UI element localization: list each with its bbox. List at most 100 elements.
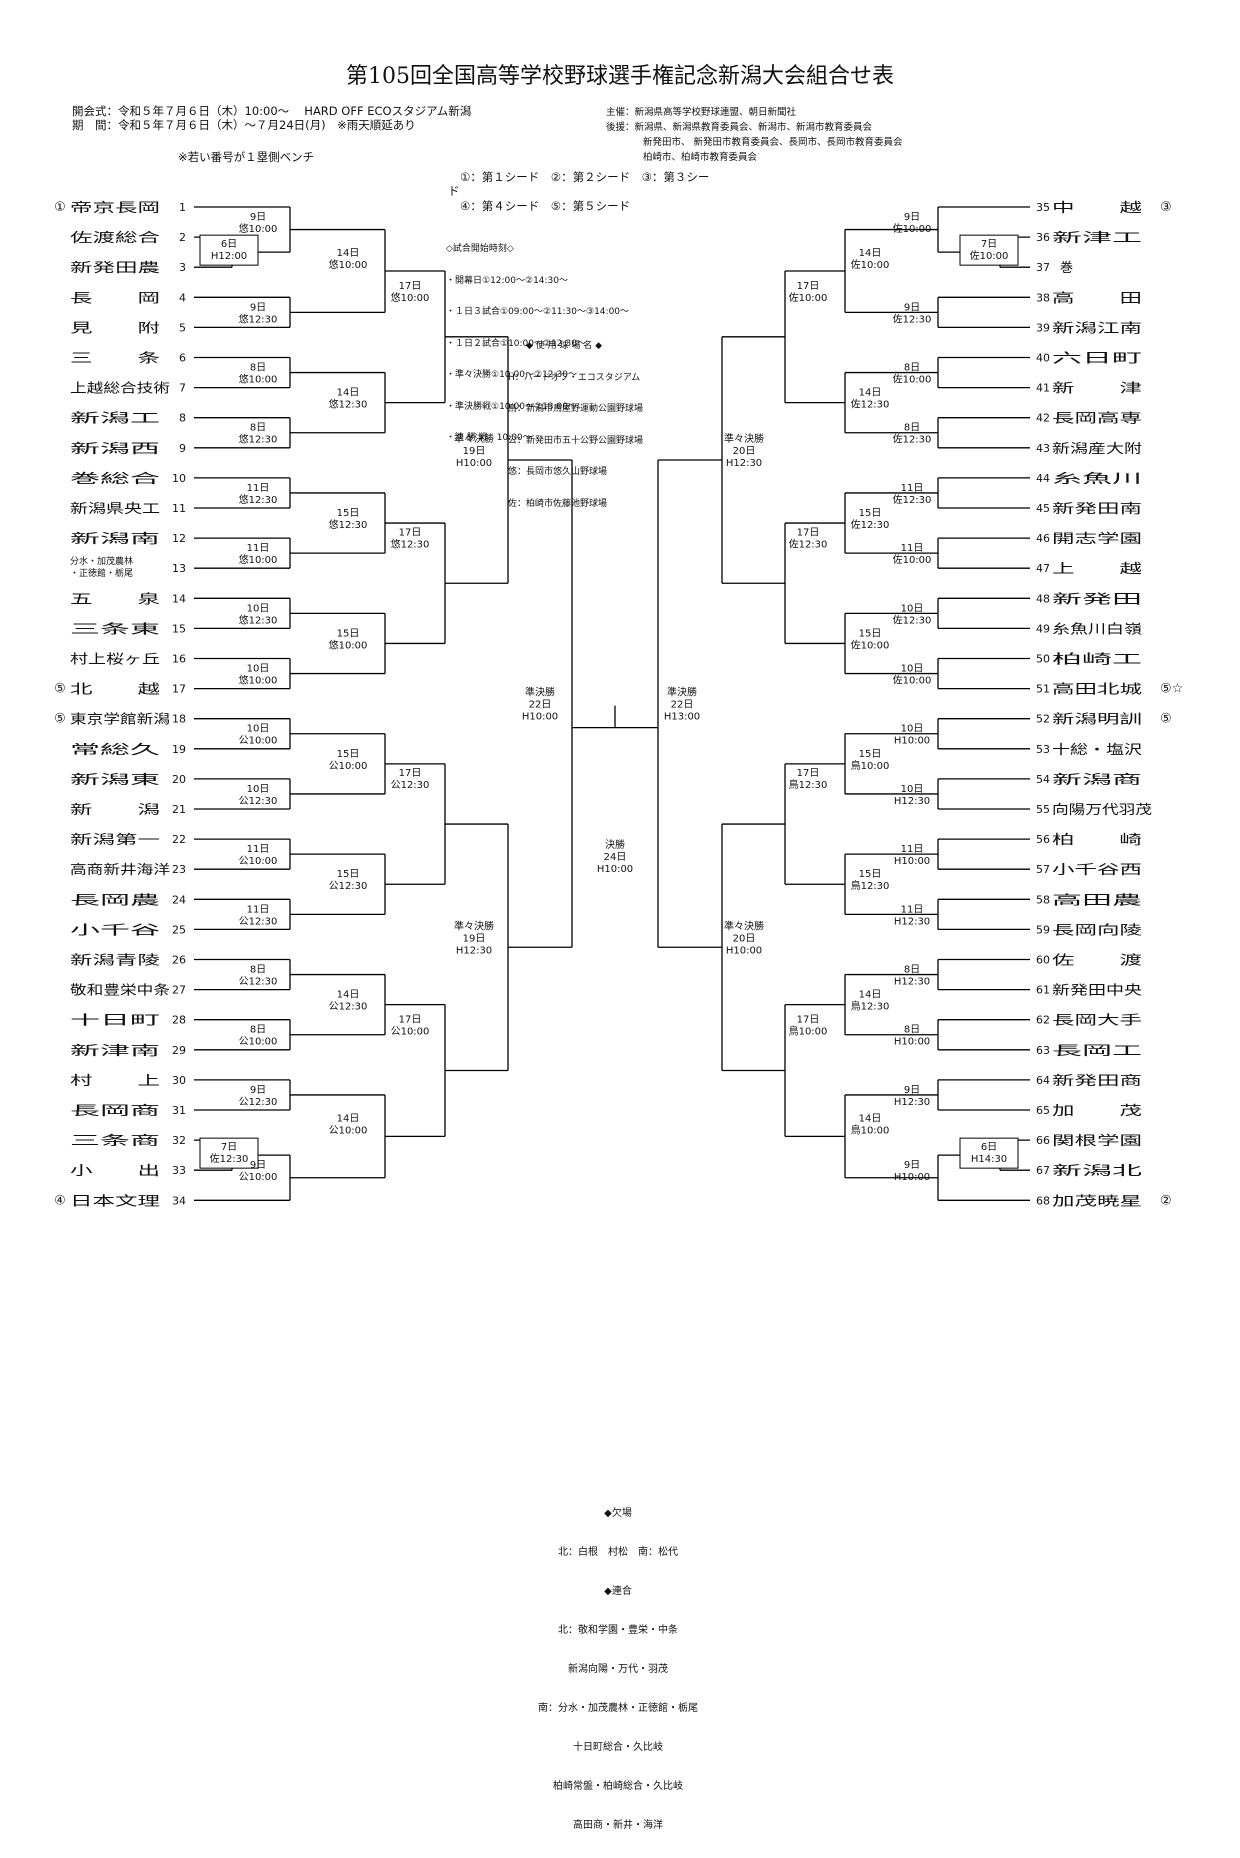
game-label: 9日	[904, 1160, 920, 1171]
merge-line: 北：敬和学園・豊栄・中条	[558, 1625, 678, 1636]
seed-legend-2: ④：第４シード ⑤：第５シード	[460, 199, 631, 213]
game-label: 準決勝	[667, 686, 697, 699]
game-label: 8日	[904, 1025, 920, 1036]
game-label: 佐12:30	[851, 399, 890, 411]
team-number: 38	[1036, 291, 1050, 304]
game-label: H10:00	[894, 736, 930, 747]
first-round-game-box	[199, 234, 259, 266]
absence-heading: ◆欠場	[604, 1508, 632, 1519]
team-name: 中 越	[1052, 201, 1142, 216]
game-label: 8日	[904, 965, 920, 976]
team-name: 上 越	[1052, 562, 1142, 577]
team-name: 巻	[1060, 261, 1073, 276]
team-name: 新発田	[1052, 591, 1142, 607]
game-label: 11日	[901, 543, 924, 554]
team-number: 18	[172, 713, 186, 726]
team-name: 高田農	[1052, 892, 1142, 908]
game-label: 準決勝	[525, 686, 555, 699]
game-label: H10:00	[522, 712, 558, 723]
game-label: 14日	[859, 388, 882, 399]
team-number: 39	[1036, 321, 1050, 334]
team-number: 22	[172, 833, 186, 846]
team-number: 53	[1036, 743, 1050, 756]
opening-info: 開会式：令和５年７月６日（木）10:00～ HARD OFF ECOスタジアム新…	[72, 104, 472, 118]
bracket-page: 第105回全国高等学校野球選手権記念新潟大会組合せ表 開会式：令和５年７月６日（…	[54, 64, 1183, 1831]
team-number: 65	[1036, 1104, 1050, 1117]
game-label: 悠12:30	[239, 433, 278, 446]
team-number: 57	[1036, 863, 1050, 876]
game-label: 佐10:00	[893, 374, 932, 386]
team-number: 51	[1036, 683, 1050, 696]
start-times-heading: ◇試合開始時刻◇	[446, 244, 514, 254]
team-name: 上越総合技術	[70, 382, 170, 397]
game-label: 11日	[901, 483, 924, 494]
game-label: 8日	[250, 423, 266, 434]
absence-line: 北：白根 村松 南：松代	[558, 1547, 678, 1558]
team-number: 63	[1036, 1044, 1050, 1057]
game-label: 10日	[901, 784, 924, 795]
venues-box: ◆ 使 用 球 場 名 ◆ H：ハードオフ・エコスタジアム 鳥：新潟市鳥屋野運動…	[508, 320, 643, 530]
game-label: 17日	[797, 281, 820, 292]
first-round-game-box	[199, 1137, 259, 1169]
game-label: 佐10:00	[789, 292, 828, 304]
team-name: 小千谷西	[1052, 863, 1142, 878]
team-number: 14	[172, 592, 186, 605]
team-name: 新潟県央工	[70, 501, 160, 517]
page-title: 第105回全国高等学校野球選手権記念新潟大会組合せ表	[346, 64, 894, 89]
game-label: 17日	[399, 768, 422, 779]
team-name: 向陽万代羽茂	[1052, 802, 1152, 818]
venue-line: 鳥：新潟市鳥屋野運動公園野球場	[508, 404, 644, 414]
team-number: 16	[172, 653, 186, 666]
game-label: 悠12:30	[329, 518, 368, 531]
game-label: 10日	[901, 664, 924, 675]
game-label: 準々決勝	[454, 432, 494, 445]
team-number: 68	[1036, 1194, 1050, 1207]
game-label: 15日	[337, 869, 360, 880]
team-number: 61	[1036, 984, 1050, 997]
game-label: 9日	[250, 212, 266, 223]
team-name: 新発田商	[1052, 1073, 1142, 1089]
team-name: 糸魚川白嶺	[1052, 621, 1142, 637]
team-number: 59	[1036, 923, 1050, 936]
team-name: 関根学園	[1052, 1133, 1142, 1149]
team-name: 長岡工	[1052, 1044, 1142, 1059]
team-name: 佐 渡	[1052, 953, 1142, 969]
team-name: 新津工	[1052, 230, 1142, 246]
game-label: 10日	[901, 724, 924, 735]
game-label: H13:00	[664, 712, 700, 723]
seed-mark: ⑤	[1160, 712, 1172, 727]
start-times-line: ・準決勝戦①10:00～②13:00～	[446, 401, 578, 412]
start-times-box: ◇試合開始時刻◇ ・開幕日①12:00～②14:30～ ・１日３試合①09:00…	[446, 223, 629, 465]
team-name: 長岡商	[70, 1104, 160, 1119]
game-label: 11日	[901, 904, 924, 915]
game-label: 17日	[399, 1014, 422, 1025]
merge-line: 南：分水・加茂農林・正徳館・栃尾	[538, 1703, 698, 1714]
team-name: 敬和豊栄中条	[70, 983, 170, 999]
team-number: 47	[1036, 562, 1050, 575]
game-label: 17日	[797, 768, 820, 779]
seed-mark: ①	[54, 200, 66, 215]
game-label: 15日	[337, 508, 360, 519]
game-label: 6日	[221, 239, 237, 250]
team-name: 村 上	[70, 1074, 160, 1089]
game-label: 20日	[733, 446, 756, 457]
first-round-game-box	[959, 1137, 1019, 1169]
game-label: 8日	[250, 965, 266, 976]
team-name: 新潟西	[70, 441, 160, 457]
venue-line: H：ハードオフ・エコスタジアム	[508, 372, 641, 383]
team-number: 67	[1036, 1164, 1050, 1177]
merge-line: 十日町総合・久比岐	[573, 1742, 663, 1753]
team-number: 21	[172, 803, 186, 816]
team-number: 23	[172, 863, 186, 876]
game-label: 9日	[904, 1085, 920, 1096]
game-label: 公10:00	[391, 1026, 430, 1037]
game-label: 17日	[797, 1014, 820, 1025]
team-name: 長 岡	[70, 291, 160, 306]
team-name: 小千谷	[70, 923, 160, 938]
game-label: 準々決勝	[724, 432, 764, 445]
team-number: 31	[172, 1104, 186, 1117]
team-number: 10	[172, 472, 186, 485]
team-number: 17	[172, 683, 186, 696]
venues-heading: ◆ 使 用 球 場 名 ◆	[526, 341, 603, 351]
